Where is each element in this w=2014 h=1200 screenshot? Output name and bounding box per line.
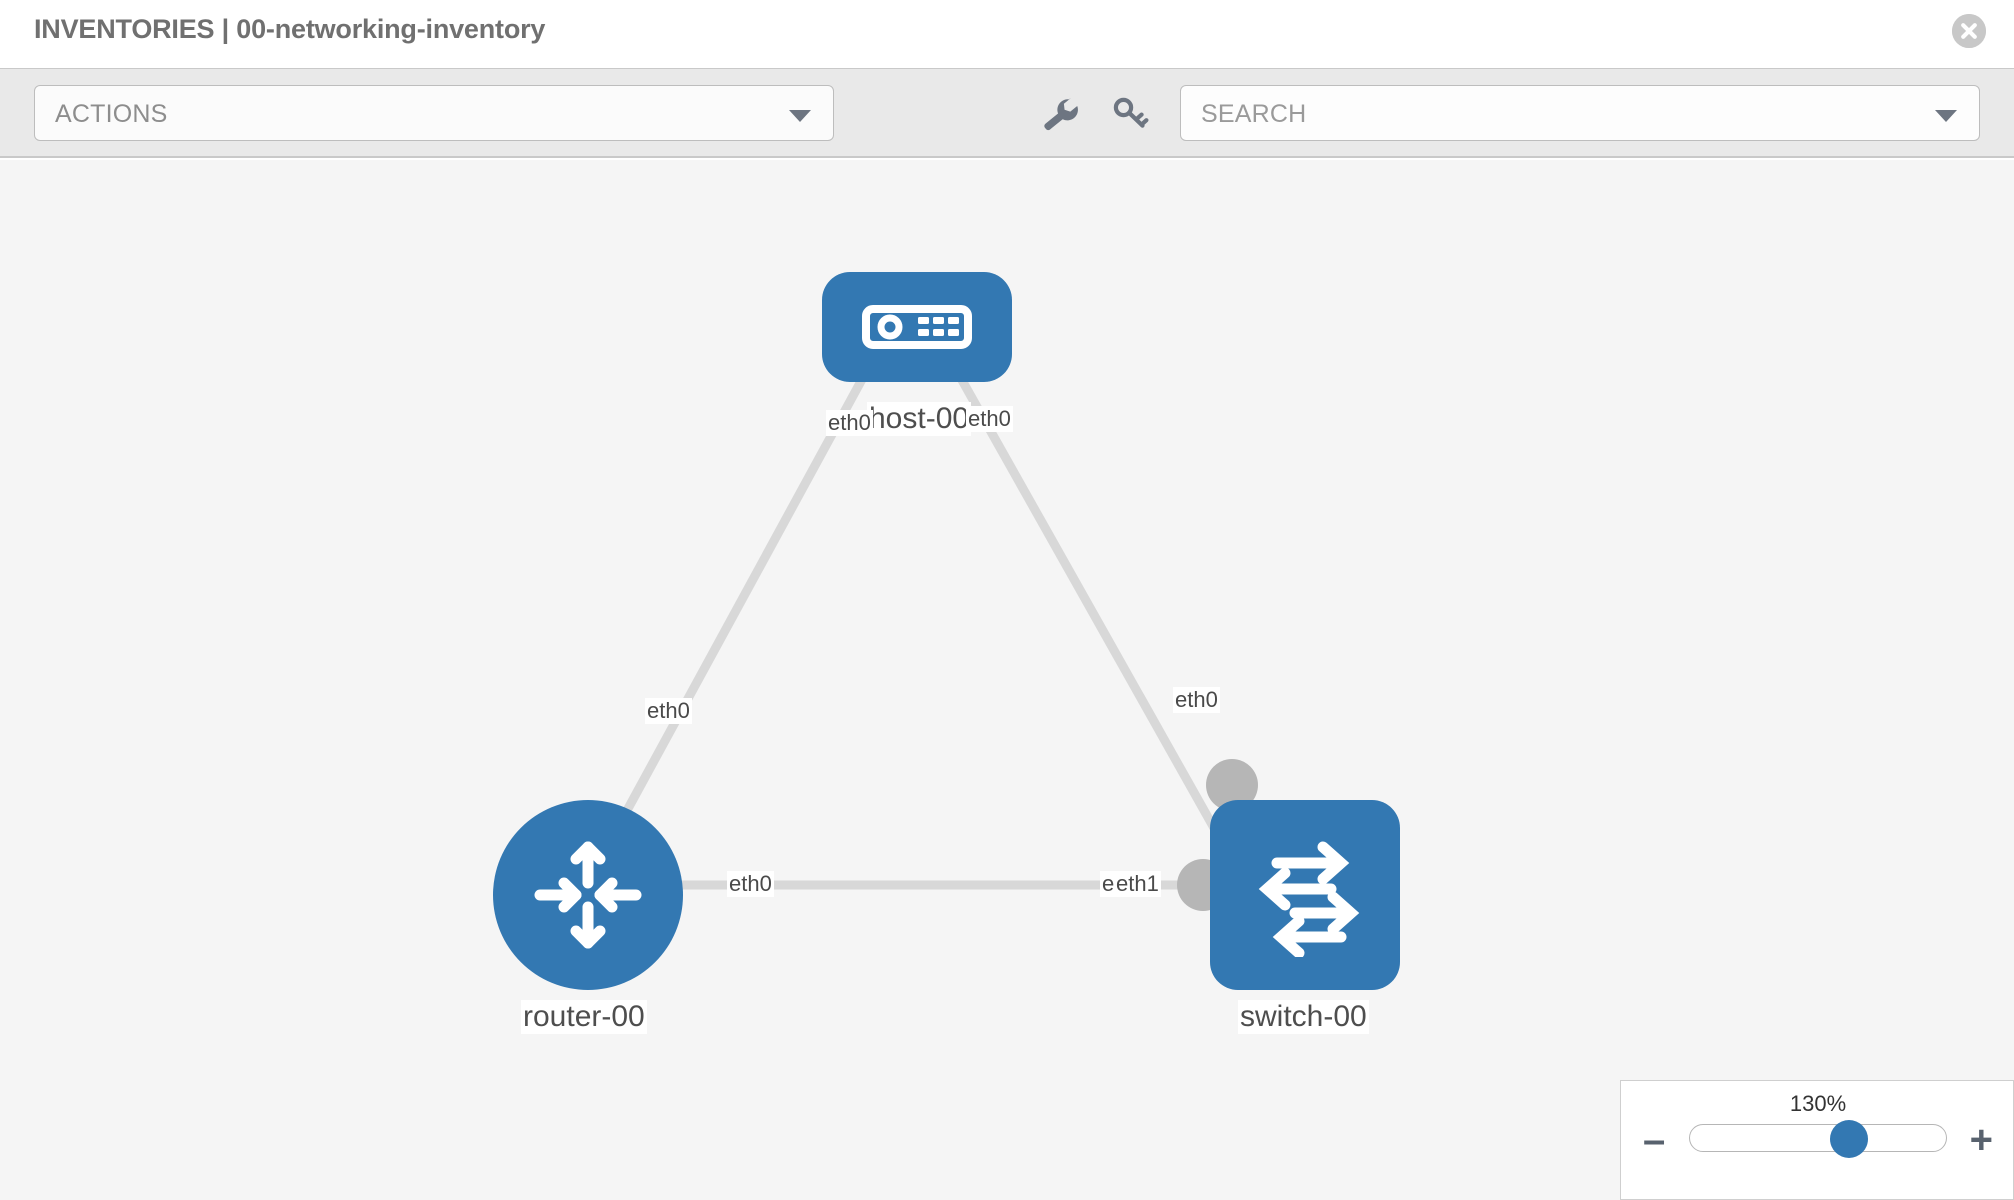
node-router-00-label: router-00 (521, 1000, 647, 1034)
actions-dropdown-label: ACTIONS (55, 100, 168, 128)
chevron-down-icon (789, 110, 811, 122)
node-switch-00-label: switch-00 (1238, 1000, 1369, 1034)
interface-label-router-upper: eth0 (645, 698, 692, 724)
search-input[interactable]: SEARCH (1180, 85, 1980, 141)
node-router-00-shape[interactable] (493, 800, 683, 990)
wrench-icon[interactable] (1038, 91, 1082, 135)
node-host-00-label: host-00 (867, 402, 972, 436)
zoom-out-button[interactable]: – (1643, 1118, 1666, 1162)
key-icon[interactable] (1108, 91, 1152, 135)
close-icon[interactable] (1952, 14, 1986, 48)
zoom-in-button[interactable]: + (1969, 1118, 1993, 1162)
actions-dropdown[interactable]: ACTIONS (34, 85, 834, 141)
interface-label-switch-left: eth1 (1114, 871, 1161, 897)
search-placeholder: SEARCH (1201, 100, 1307, 128)
interface-label-host-left: eth0 (826, 410, 873, 436)
interface-label-host-right: eth0 (966, 406, 1013, 432)
interface-label-router-right: eth0 (727, 871, 774, 897)
chevron-down-icon[interactable] (1935, 110, 1957, 122)
toolbar: ACTIONS SEARCH (0, 68, 2014, 158)
router-arrows-icon (534, 841, 642, 949)
link-host00-switch00 (941, 347, 1236, 863)
node-router-00[interactable]: router-00 (493, 800, 683, 1034)
zoom-slider-track[interactable] (1689, 1120, 1947, 1158)
page-title: INVENTORIES | 00-networking-inventory (34, 14, 546, 44)
zoom-control: 130% – + (1620, 1080, 2014, 1200)
interface-label-switch-upper: eth0 (1173, 687, 1220, 713)
switch-arrows-icon (1258, 841, 1360, 957)
node-switch-00-shape[interactable] (1210, 800, 1400, 990)
node-host-00[interactable]: host-00 (822, 272, 1012, 436)
interface-pin-switch-top (1206, 759, 1258, 811)
server-device-icon (862, 305, 972, 349)
node-host-00-shape[interactable] (822, 272, 1012, 382)
zoom-slider-thumb[interactable] (1830, 1120, 1868, 1158)
page-header: INVENTORIES | 00-networking-inventory (0, 0, 2014, 68)
topology-canvas[interactable]: router-00 --> switch-00 --> switch-00 --… (0, 160, 2014, 1200)
node-switch-00[interactable]: switch-00 (1210, 800, 1400, 1034)
zoom-percent-label: 130% (1789, 1091, 1847, 1116)
